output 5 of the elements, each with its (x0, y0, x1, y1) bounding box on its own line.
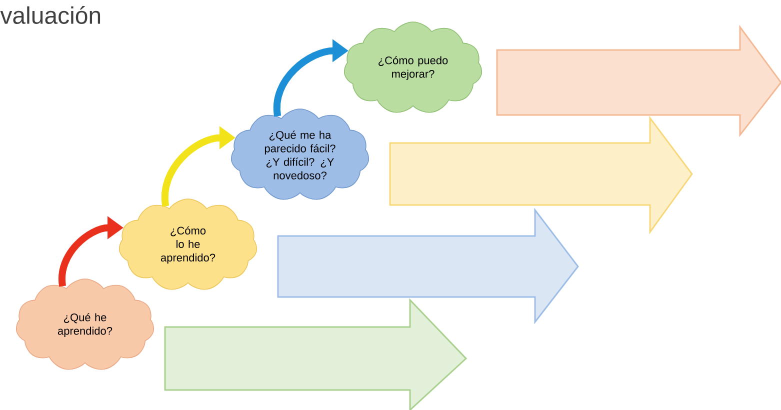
title: valuación (0, 6, 100, 24)
cloud: ¿Qué me ha parecido fácil? ¿Y difícil? ¿Y novedoso? (231, 108, 369, 200)
cloud: ¿Cómo lo he aprendido? (119, 198, 257, 290)
cloud: ¿Qué he aprendido? (16, 278, 154, 370)
cloud: ¿Cómo puedo mejorar? (344, 22, 482, 113)
